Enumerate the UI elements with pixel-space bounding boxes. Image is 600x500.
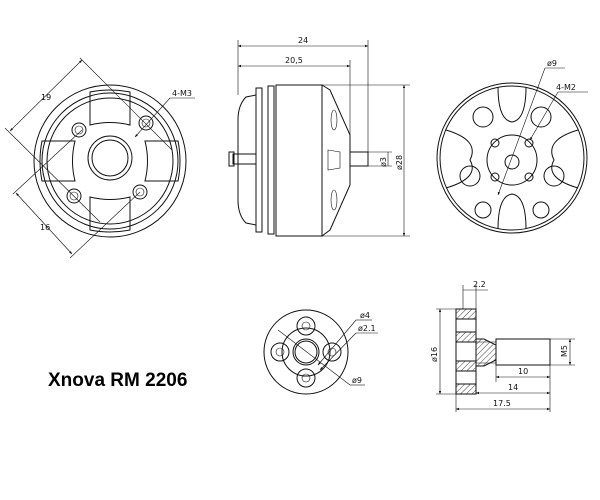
- label-4-m3: 4-M3: [172, 89, 192, 98]
- dim-10: 10: [518, 367, 528, 376]
- rear-view: 19 16 4-M3: [4, 57, 195, 259]
- dim-d16: ø16: [430, 347, 439, 362]
- dim-20-5: 20,5: [285, 56, 303, 65]
- dim-2-2: 2.2: [473, 280, 486, 289]
- model-title: Xnova RM 2206: [48, 370, 188, 391]
- dim-shaft-dia: ø3: [379, 157, 388, 167]
- dim-d4: ø4: [360, 311, 370, 320]
- label-4-m2: 4-M2: [556, 83, 576, 92]
- dim-body-dia: ø28: [395, 155, 404, 170]
- dim-17-5: 17.5: [493, 399, 511, 408]
- dim-front-dia-9: ø9: [547, 59, 557, 68]
- dim-19: 19: [41, 93, 51, 102]
- side-view: 24 20,5 ø3 ø28: [228, 36, 410, 237]
- dim-14: 14: [508, 383, 518, 392]
- dim-16: 16: [40, 223, 50, 232]
- dim-d9: ø9: [352, 376, 362, 385]
- front-view: ø9 4-M2: [436, 59, 588, 234]
- dim-d2-1: ø2.1: [358, 324, 376, 333]
- dim-24: 24: [298, 36, 308, 45]
- dim-m5: M5: [560, 345, 569, 357]
- prop-adapter-top-view: ø4 ø2.1 ø9: [263, 309, 378, 395]
- prop-adapter-section-view: 2.2 ø16 M5 10 14 17.5: [430, 280, 575, 412]
